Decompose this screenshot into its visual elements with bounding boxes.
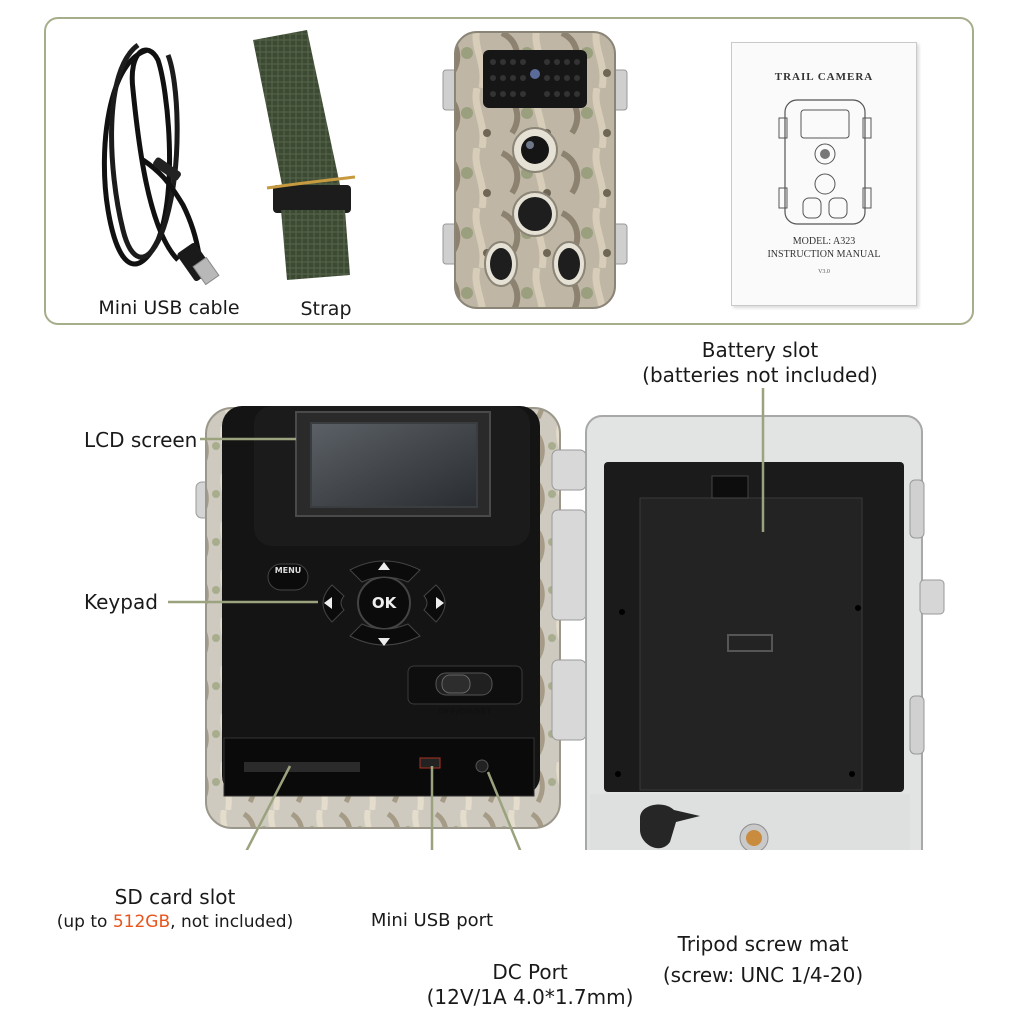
- manual-camera-drawing: [778, 99, 872, 225]
- manual-version: V3.0: [818, 269, 830, 275]
- strap-label: Strap: [300, 298, 352, 320]
- battery-slot-title: Battery slot: [701, 338, 819, 362]
- sd-note-capacity: 512GB: [112, 912, 171, 932]
- sd-card-slot-note: (up to 512GB, not included): [40, 910, 310, 935]
- mini-usb-port-label: Mini USB port: [370, 910, 494, 931]
- manual-model-number: MODEL: A323: [792, 236, 856, 247]
- usb-cable-label: Mini USB cable: [98, 297, 240, 319]
- power-switch-label: OFF/ON/SET: [438, 707, 492, 716]
- usb-cable-image: [101, 42, 220, 286]
- dc-port-spec: (12V/1A 4.0*1.7mm): [426, 985, 634, 1009]
- tripod-mount-title: Tripod screw mat: [677, 932, 849, 956]
- open-camera-illustration: [168, 388, 945, 850]
- sd-card-slot-title: SD card slot: [114, 885, 236, 909]
- dc-port-title: DC Port: [492, 960, 568, 984]
- tripod-mount-spec: (screw: UNC 1/4-20): [662, 963, 864, 987]
- dc-port-label: DC Port (12V/1A 4.0*1.7mm): [410, 960, 650, 1010]
- lcd-screen-label: LCD screen: [84, 428, 198, 452]
- manual-subtitle: INSTRUCTION MANUAL: [767, 249, 881, 260]
- strap-image: [253, 30, 356, 280]
- keypad-label: Keypad: [84, 590, 158, 614]
- sd-note-suffix: , not included): [170, 912, 294, 932]
- manual-title: TRAIL CAMERA: [774, 71, 874, 83]
- sd-card-slot-label: SD card slot (up to 512GB, not included): [40, 885, 310, 935]
- instruction-manual: TRAIL CAMERA MODEL: A323 INSTRUCTION MAN…: [731, 42, 917, 306]
- tripod-mount-label: Tripod screw mat (screw: UNC 1/4-20): [640, 932, 886, 988]
- ok-button: OK: [371, 594, 397, 612]
- sd-note-prefix: (up to: [56, 912, 113, 932]
- menu-button: MENU: [274, 566, 302, 575]
- manual-model: MODEL: A323 INSTRUCTION MANUAL: [732, 235, 916, 261]
- trail-camera-front-image: [442, 31, 628, 309]
- battery-slot-note: (batteries not included): [642, 363, 878, 387]
- battery-slot-label: Battery slot (batteries not included): [610, 338, 910, 388]
